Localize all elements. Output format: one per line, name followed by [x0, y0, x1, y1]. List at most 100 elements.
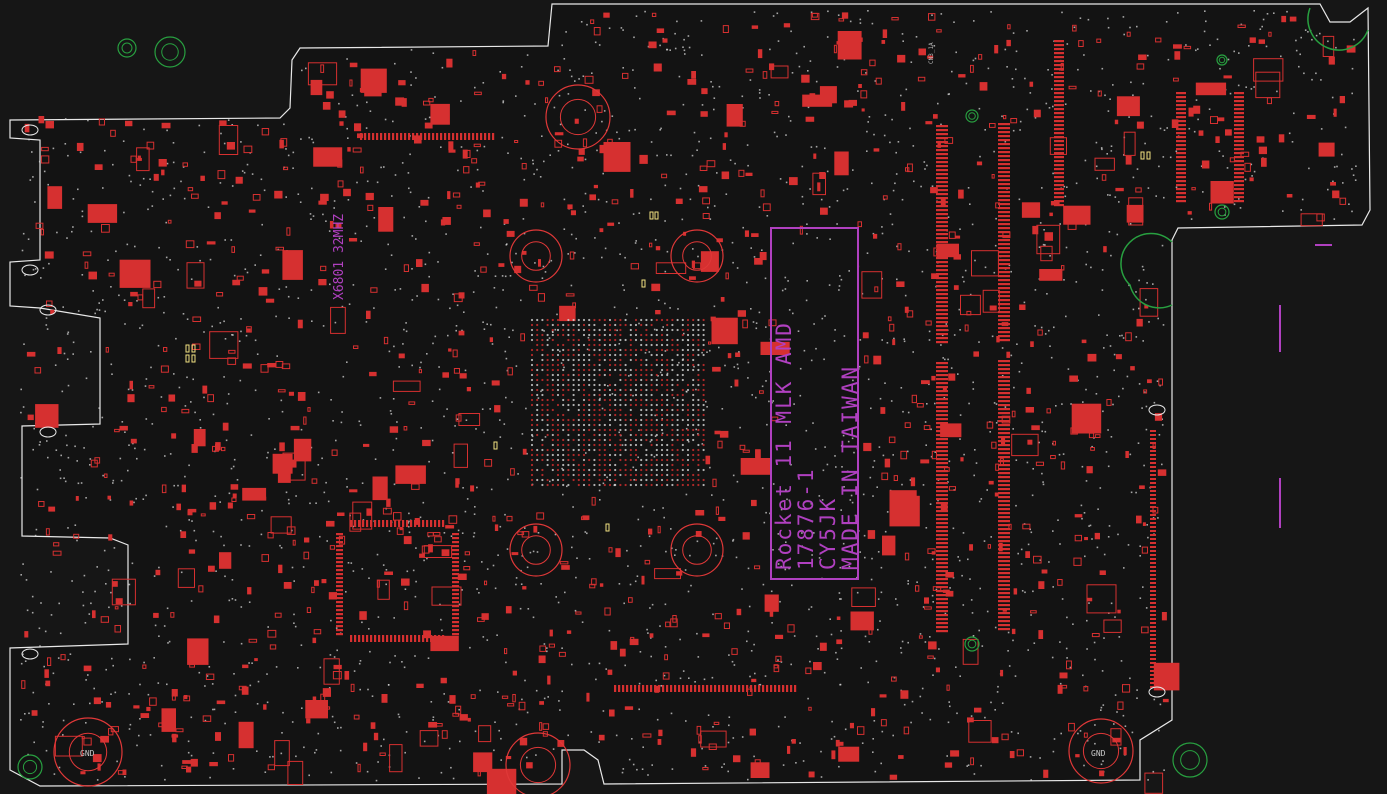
via — [62, 719, 65, 722]
bga-ball — [556, 468, 560, 472]
pad — [274, 190, 283, 199]
pad — [1217, 117, 1225, 122]
bga-ball — [556, 483, 560, 487]
via — [515, 583, 517, 586]
via — [1202, 191, 1204, 193]
pad — [129, 380, 133, 390]
connector-pin — [440, 133, 443, 140]
pad — [838, 746, 860, 762]
via — [1319, 32, 1321, 35]
via — [24, 713, 26, 715]
pad — [833, 44, 837, 54]
pad — [506, 515, 513, 522]
bga-ball — [697, 443, 700, 447]
via — [1107, 536, 1110, 538]
bga-ball — [582, 478, 586, 482]
via — [1100, 709, 1102, 711]
via — [810, 146, 813, 148]
bga-ball — [603, 373, 606, 377]
via — [535, 754, 537, 756]
pad — [925, 320, 932, 326]
via — [72, 198, 75, 200]
via — [224, 722, 226, 725]
via — [256, 703, 259, 705]
via — [1130, 491, 1133, 494]
via — [634, 242, 637, 244]
bga-ball — [629, 378, 632, 382]
bga-ball — [702, 428, 705, 432]
via — [77, 482, 80, 485]
via — [79, 151, 82, 154]
pad — [927, 55, 934, 59]
bga-ball — [702, 438, 705, 442]
bga-ball — [697, 378, 700, 382]
via — [778, 548, 780, 551]
bga-ball — [681, 433, 684, 437]
bga-ball — [551, 388, 554, 392]
via — [321, 457, 323, 460]
via — [405, 322, 407, 324]
via — [440, 146, 442, 148]
via — [567, 734, 569, 737]
via — [1147, 536, 1149, 539]
via — [979, 587, 981, 590]
pad — [506, 230, 515, 237]
via — [924, 421, 927, 423]
via — [1132, 308, 1135, 311]
via — [636, 768, 638, 771]
connector-pin — [998, 364, 1010, 367]
bga-ball — [608, 403, 612, 407]
connector-pin-rows — [336, 40, 1244, 692]
via — [470, 186, 472, 188]
connector-pin — [410, 520, 413, 527]
via — [254, 389, 257, 392]
via — [678, 75, 681, 78]
bga-ball — [634, 373, 638, 377]
via — [682, 46, 684, 48]
via — [85, 722, 87, 724]
pad — [101, 224, 110, 233]
via — [428, 116, 431, 119]
pad — [904, 552, 910, 561]
via — [1038, 246, 1041, 248]
pad — [604, 607, 611, 616]
via — [833, 340, 836, 342]
via — [541, 277, 544, 279]
bga-ball — [582, 468, 586, 472]
bga-ball — [671, 388, 674, 392]
via — [212, 530, 215, 533]
pad — [1094, 434, 1101, 439]
bga-ball — [603, 323, 606, 327]
connector-pin — [998, 235, 1010, 238]
bga-ball — [697, 483, 700, 487]
pad — [836, 639, 843, 645]
bga-ball — [530, 368, 534, 372]
via — [990, 536, 992, 538]
bga-ball — [671, 363, 674, 367]
pad — [112, 581, 118, 587]
bga-ball — [660, 443, 664, 447]
bga-ball — [593, 483, 596, 487]
via — [524, 679, 526, 682]
pad — [481, 613, 489, 620]
pad — [774, 101, 780, 107]
via — [836, 223, 838, 225]
via — [428, 251, 431, 254]
via — [1344, 126, 1347, 129]
bga-ball — [624, 438, 627, 442]
pad — [428, 97, 434, 103]
via — [546, 650, 548, 653]
via — [947, 721, 950, 724]
pad — [1078, 40, 1084, 47]
via — [930, 455, 933, 458]
via — [508, 336, 510, 338]
via — [281, 410, 284, 413]
via — [646, 628, 648, 631]
connector-pin — [1176, 172, 1186, 175]
bga-ball — [567, 438, 570, 442]
connector-pin — [1234, 160, 1244, 163]
via — [532, 616, 535, 619]
via — [859, 22, 862, 24]
bga-ball — [603, 453, 606, 457]
bga-ball — [660, 408, 664, 412]
